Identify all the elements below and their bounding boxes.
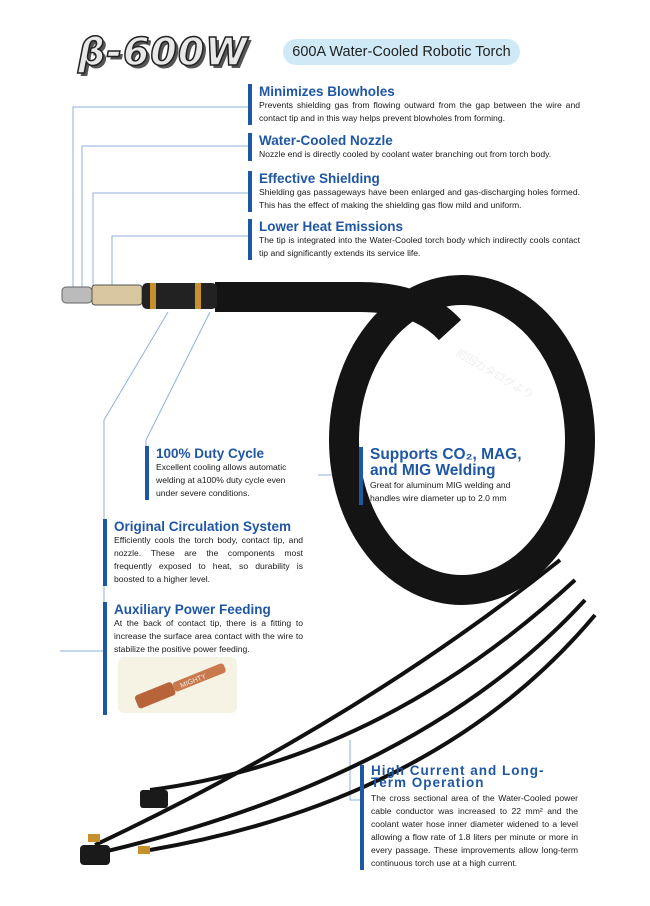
feature-body: The cross sectional area of the Water-Co… — [371, 793, 578, 868]
feature-body: Efficiently cools the torch body, contac… — [114, 535, 303, 584]
callout-lines — [60, 106, 363, 801]
feature-title: Effective Shielding — [259, 171, 380, 186]
feature-title: Minimizes Blowholes — [259, 84, 395, 99]
subtitle-badge: 600A Water-Cooled Robotic Torch — [283, 39, 520, 65]
feature-title: Water-Cooled Nozzle — [259, 133, 393, 148]
feature-body: Shielding gas passageways have been enla… — [259, 187, 580, 210]
feature-title: High Current and Long-Term Operation — [371, 763, 545, 790]
feature-body: Nozzle end is directly cooled by coolant… — [259, 149, 552, 159]
contact-tip-image: MIGHTY — [118, 657, 237, 713]
feature-title: Auxiliary Power Feeding — [114, 602, 271, 617]
feature-body: The tip is integrated into the Water-Coo… — [259, 235, 580, 258]
feature-title: 100% Duty Cycle — [156, 446, 265, 461]
feature-body: Prevents shielding gas from flowing outw… — [259, 100, 580, 123]
feature-body: Excellent cooling allows automatic weldi… — [156, 462, 287, 498]
feature-title: Original Circulation System — [114, 519, 292, 534]
feature-title: Supports CO₂, MAG, and MIG Welding — [370, 446, 522, 479]
hose-label: 前回カタログより — [454, 345, 537, 401]
hose-loop — [329, 275, 595, 605]
feature-body: Great for aluminum MIG welding and handl… — [370, 480, 511, 503]
cables — [89, 558, 597, 857]
product-logo: β-600W — [77, 29, 249, 75]
feature-title: Lower Heat Emissions — [259, 219, 404, 234]
feature-body: At the back of contact tip, there is a f… — [114, 618, 303, 654]
